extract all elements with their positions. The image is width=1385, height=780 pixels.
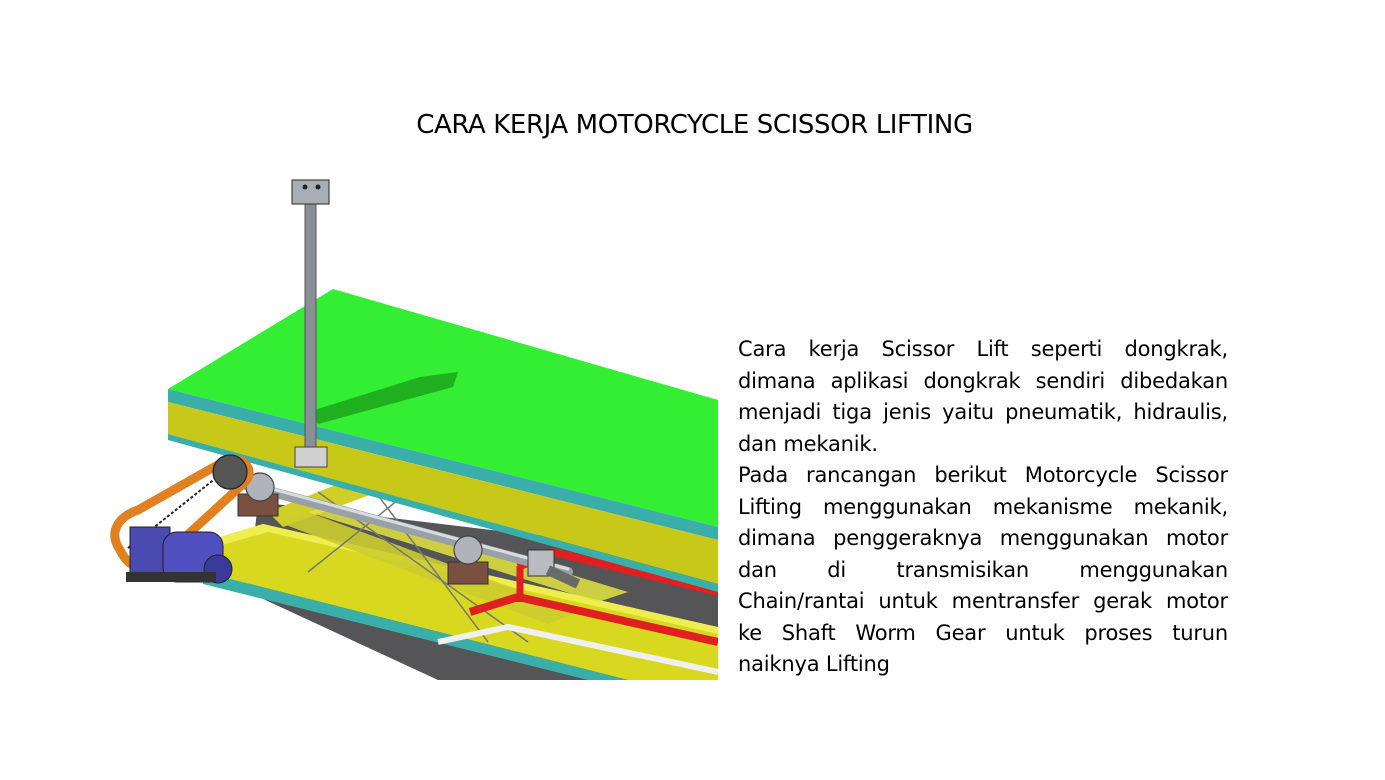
white-rail [437, 623, 718, 675]
control-button-2 [315, 184, 321, 190]
slide-title: CARA KERJA MOTORCYCLE SCISSOR LIFTING [416, 110, 973, 140]
motor-base [126, 572, 216, 582]
scissor-arm-1 [278, 512, 578, 624]
control-button-1 [302, 184, 308, 190]
worm-screw [545, 565, 581, 589]
scissor-lift-illustration [108, 172, 718, 680]
base-frame-front [203, 524, 718, 680]
sprocket-large [212, 454, 248, 490]
drive-shaft [223, 475, 573, 577]
base-frame-teal [203, 572, 628, 680]
platform-edge-teal-lower [168, 434, 718, 592]
control-box [291, 179, 330, 205]
pole-shadow [308, 372, 458, 424]
scissor-cross-3 [307, 491, 409, 573]
description-paragraph-1: Cara kerja Scissor Lift seperti dongkrak… [738, 337, 1228, 456]
pole-base-bracket [294, 446, 328, 468]
description-paragraph-2: Pada rancangan berikut Motorcycle Scisso… [738, 463, 1228, 676]
bearing-2 [453, 535, 483, 565]
bearing-block-2 [447, 561, 489, 585]
base-frame-top [203, 524, 718, 634]
drive-shaft-highlight [226, 475, 570, 571]
description-text: Cara kerja Scissor Lift seperti dongkrak… [738, 334, 1228, 681]
control-pole [304, 203, 317, 460]
